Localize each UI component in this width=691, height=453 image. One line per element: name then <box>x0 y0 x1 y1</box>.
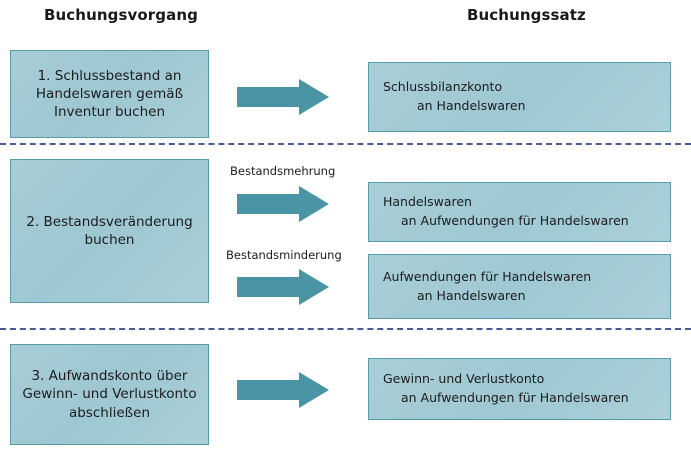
process-line-3: Inventur buchen <box>53 104 166 121</box>
process-box-step-3-text: 3. Aufwandskonto über Gewinn- und Verlus… <box>22 367 196 422</box>
arrow-label-bestandsmehrung: Bestandsmehrung <box>230 164 336 178</box>
column-header-entry: Buchungssatz <box>467 6 586 24</box>
entry-line-2: an Handelswaren <box>417 287 526 303</box>
entry-line-2: an Aufwendungen für Handelswaren <box>401 390 629 405</box>
entry-line-2: an Handelswaren <box>417 98 526 113</box>
section-separator-1 <box>0 143 691 145</box>
entry-line-1: Schlussbilanzkonto <box>383 79 503 95</box>
process-line-1: 1. Schlussbestand an <box>37 67 182 84</box>
entry-box-step-2-increase: Handelswaren an Aufwendungen für Handels… <box>368 182 671 242</box>
arrow-icon-step-1 <box>237 79 329 115</box>
process-line-2: Gewinn- und Verlustkonto <box>22 386 197 403</box>
entry-line-1: Aufwendungen für Handelswaren <box>383 268 592 284</box>
arrow-icon-step-2-increase <box>237 186 329 222</box>
process-line-2: buchen <box>84 232 135 248</box>
process-line-1: 3. Aufwandskonto über <box>31 368 188 385</box>
arrow-icon-step-3 <box>237 372 329 408</box>
entry-box-step-1: Schlussbilanzkonto an Handelswaren <box>368 62 671 132</box>
arrow-icon-step-2-decrease <box>237 269 329 305</box>
process-box-step-1-text: 1. Schlussbestand an Handelswaren gemäß … <box>36 67 183 122</box>
column-header-process: Buchungsvorgang <box>44 6 198 24</box>
process-box-step-3: 3. Aufwandskonto über Gewinn- und Verlus… <box>10 344 209 445</box>
arrow-label-bestandsminderung: Bestandsminderung <box>226 248 342 262</box>
entry-line-2: an Aufwendungen für Handelswaren <box>401 213 629 228</box>
entry-box-step-3: Gewinn- und Verlustkonto an Aufwendungen… <box>368 358 671 420</box>
entry-box-step-2-decrease: Aufwendungen für Handelswaren an Handels… <box>368 254 671 319</box>
process-line-2: Handelswaren gemäß <box>35 85 184 102</box>
section-separator-2 <box>0 328 691 330</box>
process-line-1: 2. Bestandsveränderung <box>26 213 193 230</box>
entry-line-1: Handelswaren <box>383 194 472 210</box>
entry-line-1: Gewinn- und Verlustkonto <box>383 371 545 387</box>
process-line-3: abschließen <box>68 404 150 421</box>
process-box-step-2: 2. Bestandsveränderung buchen <box>10 159 209 303</box>
process-box-step-2-text: 2. Bestandsveränderung buchen <box>26 213 192 249</box>
process-box-step-1: 1. Schlussbestand an Handelswaren gemäß … <box>10 50 209 138</box>
